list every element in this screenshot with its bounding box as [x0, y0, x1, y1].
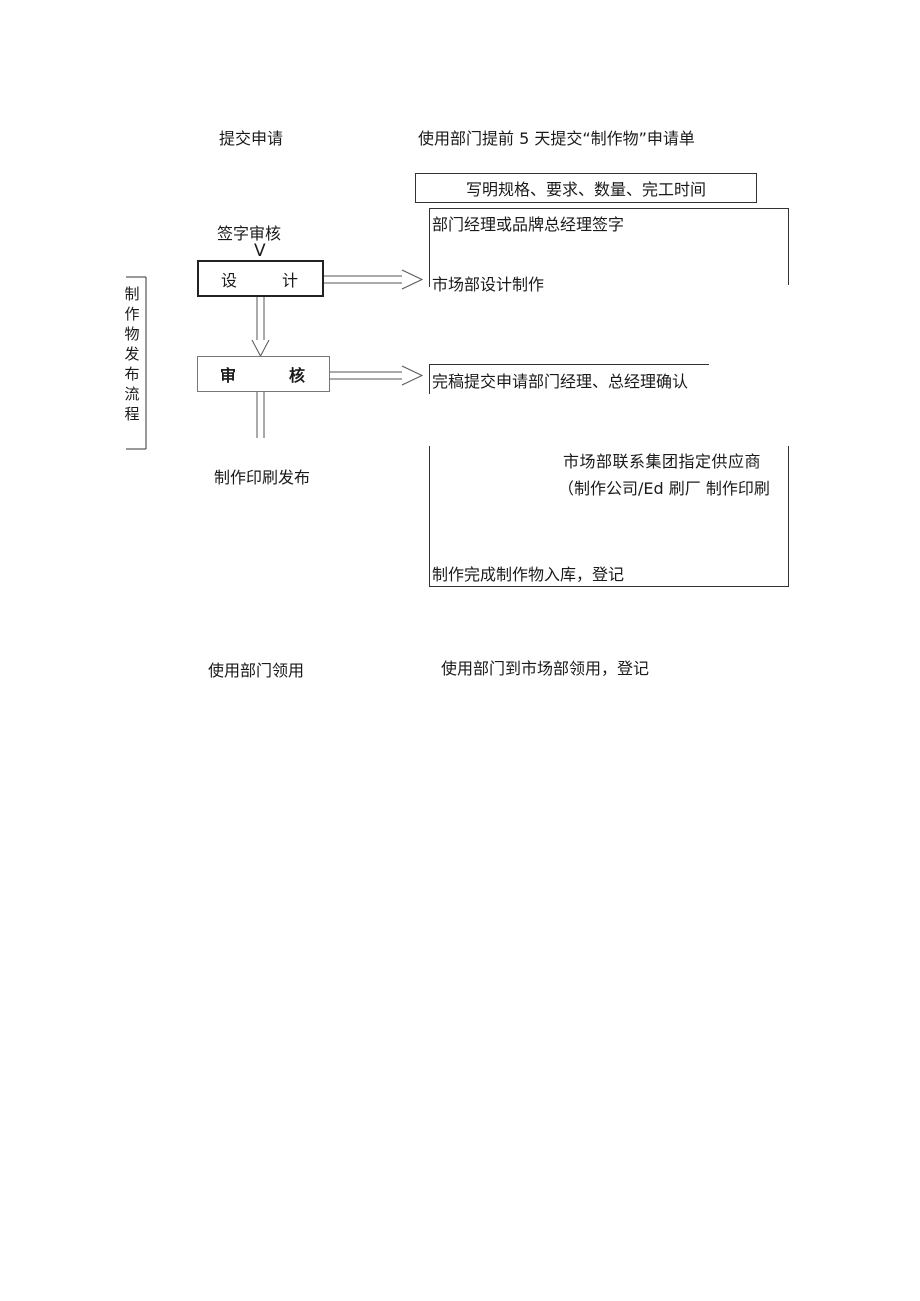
submit-note: 使用部门提前 5 天提交“制作物”申请单 — [418, 129, 695, 148]
step-sign-review-label: 签字审核 — [217, 224, 282, 243]
design-note: 市场部设计制作 — [432, 275, 545, 294]
sign-note: 部门经理或品牌总经理签字 — [432, 215, 625, 234]
review-box: 审 核 — [197, 356, 330, 392]
spec-box: 写明规格、要求、数量、完工时间 — [415, 173, 757, 203]
supplier-note-line1: 市场部联系集团指定供应商 — [563, 452, 762, 471]
note-frame-top — [429, 208, 789, 209]
pickup-note: 使用部门到市场部领用，登记 — [441, 659, 650, 678]
lower-frame-bottom — [429, 586, 789, 587]
review-box-label-2: 核 — [288, 366, 305, 385]
lower-frame-left — [429, 446, 430, 587]
review-frame-top — [429, 364, 709, 365]
note-frame-left — [429, 208, 430, 287]
spec-box-text: 写明规格、要求、数量、完工时间 — [465, 180, 706, 199]
design-box-label-1: 设 — [221, 270, 238, 290]
step-submit-label: 提交申请 — [219, 129, 284, 148]
supplier-note-line2: （制作公司/Ed 刷厂 制作印刷 — [558, 479, 770, 498]
step-dept-pickup-label: 使用部门领用 — [208, 661, 305, 680]
stock-note: 制作完成制作物入库，登记 — [432, 565, 625, 584]
design-box: 设 计 — [197, 260, 324, 297]
arrow-design-to-review — [251, 297, 270, 358]
design-box-label-2: 计 — [281, 270, 298, 290]
side-bracket — [126, 276, 147, 450]
arrow-design-to-note — [324, 269, 424, 290]
arrow-review-to-note — [330, 365, 424, 386]
review-note: 完稿提交申请部门经理、总经理确认 — [432, 372, 689, 391]
check-mark: V — [254, 241, 266, 261]
step-print-publish-label: 制作印刷发布 — [214, 468, 311, 487]
review-frame-left — [429, 364, 430, 394]
lower-frame-right — [788, 446, 789, 587]
connector-review-down — [256, 392, 265, 438]
note-frame-right — [788, 208, 789, 285]
review-box-label-1: 审 — [220, 366, 237, 385]
side-title-vertical: 制作物发布流程 — [124, 285, 140, 423]
